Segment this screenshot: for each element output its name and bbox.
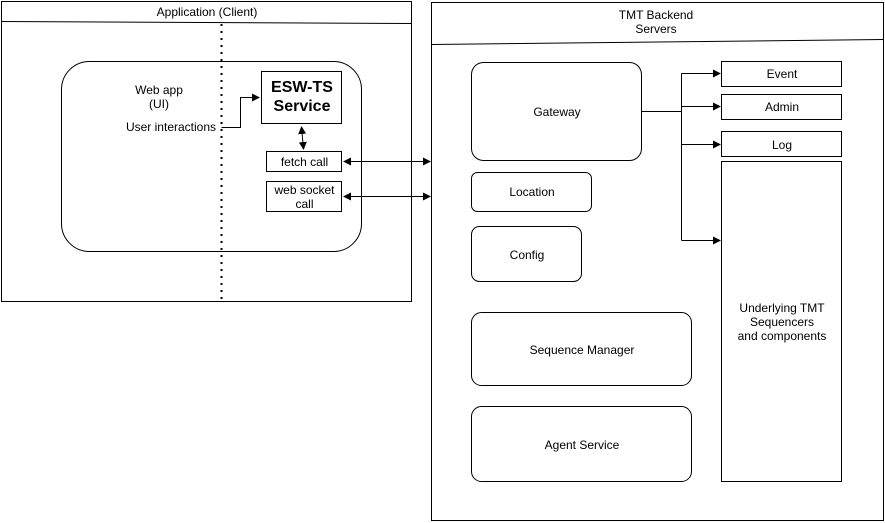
fetch-call-label: fetch call (280, 155, 329, 169)
config-label: Config (509, 248, 545, 262)
gateway-label: Gateway (533, 105, 581, 119)
service-fetch-arrow (298, 126, 307, 150)
agent-service-box (471, 406, 692, 482)
sequence-manager-label: Sequence Manager (529, 343, 635, 357)
sequence-manager-box (471, 312, 692, 386)
client-title: Application (Client) (156, 5, 258, 19)
esw-ts-service-line2: Service (273, 98, 331, 115)
config-box (471, 226, 582, 282)
webapp-container (61, 61, 362, 252)
log-box (721, 131, 842, 157)
backend-title-line1: TMT Backend (618, 8, 694, 22)
location-label: Location (509, 185, 555, 199)
webapp-label-line2: (UI) (149, 97, 169, 111)
esw-ts-service-box (261, 71, 342, 124)
underlying-line3: and components (737, 329, 827, 343)
client-title-divider (1, 21, 412, 24)
admin-label: Admin (764, 100, 799, 114)
backend-title-line2: Servers (635, 22, 677, 36)
backend-title: TMT Backend Servers (586, 8, 726, 36)
web-socket-call-label: web socket call (267, 183, 342, 211)
location-box (471, 172, 592, 212)
underlying-line2: Sequencers (749, 315, 815, 329)
gateway-bus (641, 73, 682, 241)
web-socket-call-box (266, 181, 342, 212)
web-socket-call-line2: call (295, 197, 314, 211)
user-interactions-arrow (221, 93, 260, 128)
event-box (721, 61, 842, 87)
agent-service-label: Agent Service (544, 438, 620, 452)
web-socket-call-line1: web socket (274, 183, 335, 197)
underlying-box (721, 161, 842, 482)
underlying-line1: Underlying TMT (739, 301, 825, 315)
esw-ts-service-label: ESW-TS Service (262, 78, 342, 116)
backend-title-divider (431, 39, 884, 45)
webapp-label: Web app (UI) (119, 83, 199, 111)
fetch-call-box (266, 151, 342, 172)
admin-box (721, 94, 842, 120)
esw-ts-service-line1: ESW-TS (271, 79, 333, 96)
client-panel (1, 1, 412, 302)
webapp-label-line1: Web app (135, 83, 183, 97)
user-interactions-label: User interactions (125, 120, 217, 134)
event-label: Event (766, 67, 798, 81)
log-label: Log (771, 138, 793, 152)
underlying-label: Underlying TMT Sequencers and components (722, 301, 842, 343)
